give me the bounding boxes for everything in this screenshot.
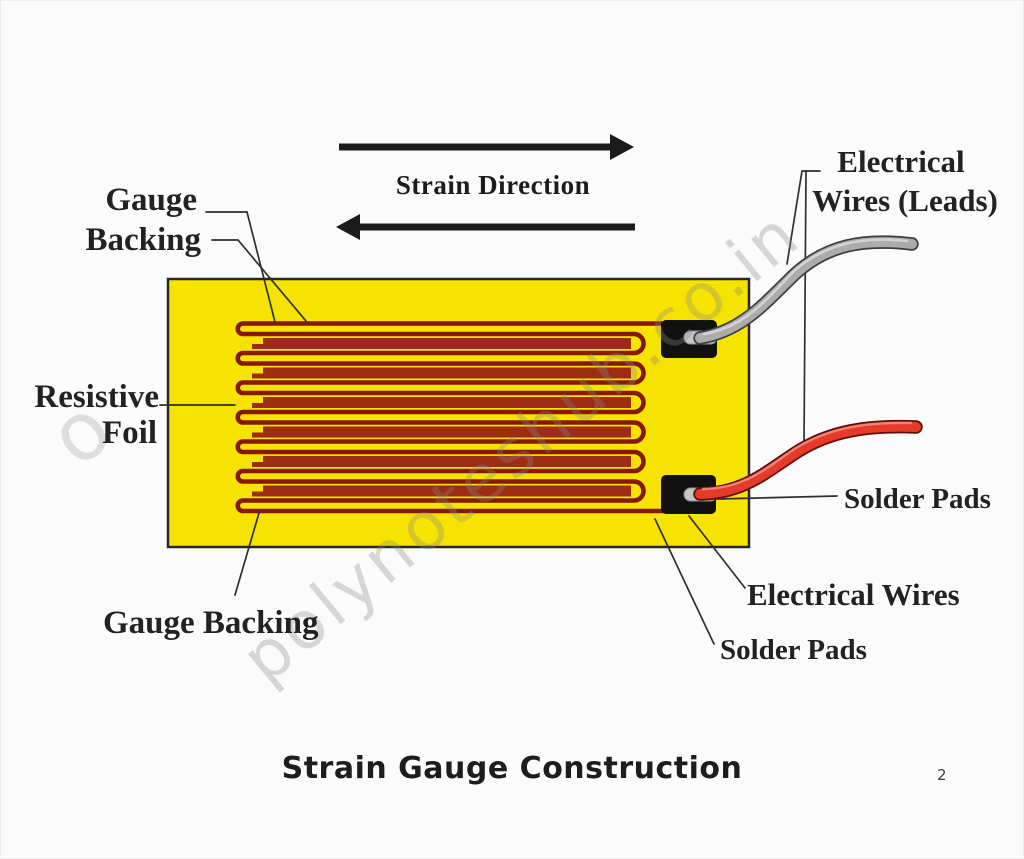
resistive-foil-trace [235,321,690,514]
leader-gauge-backing-bottom [234,512,260,596]
leader-gauge [205,211,276,323]
strain-direction-arrows: Strain Direction [336,134,635,240]
leader-backing [211,239,307,322]
foil-bar [252,456,631,467]
foil-bar [252,397,631,408]
resistive-foil-bars [252,338,631,497]
label-gauge: Gauge [105,182,197,218]
label-resistive: Resistive [34,379,159,415]
label-wires-leads: Wires (Leads) [812,183,998,218]
arrow-right-shaft [339,143,611,151]
arrow-left-head-icon [336,214,360,240]
arrow-right-head-icon [610,134,634,160]
label-backing: Backing [85,222,201,258]
page-title: Strain Gauge Construction [282,751,743,786]
foil-bar [252,485,631,497]
foil-bar [252,338,631,349]
lead-wire-gray [693,235,919,345]
label-foil: Foil [102,415,157,451]
label-solder-pads-bottom: Solder Pads [720,634,867,666]
foil-bar [252,367,631,379]
label-gauge-backing: Gauge Backing [103,605,319,641]
label-electrical: Electrical [837,144,965,179]
leader-lines [159,170,838,645]
label-solder-pads-right: Solder Pads [844,483,991,515]
leader-electrical-wires [688,515,746,589]
page-number: 2 [937,766,947,784]
leader-solder-pads-right [716,495,838,500]
leader-leads-to-gray-wire [786,170,821,265]
leader-solder-pads-bottom [654,518,715,645]
label-electrical-wires: Electrical Wires [747,577,960,612]
lead-wire-red [693,419,923,501]
arrow-left-shaft [359,223,635,231]
leader-leads-to-red-wire [803,171,807,443]
strain-direction-label: Strain Direction [396,170,590,200]
foil-bar [252,426,631,438]
